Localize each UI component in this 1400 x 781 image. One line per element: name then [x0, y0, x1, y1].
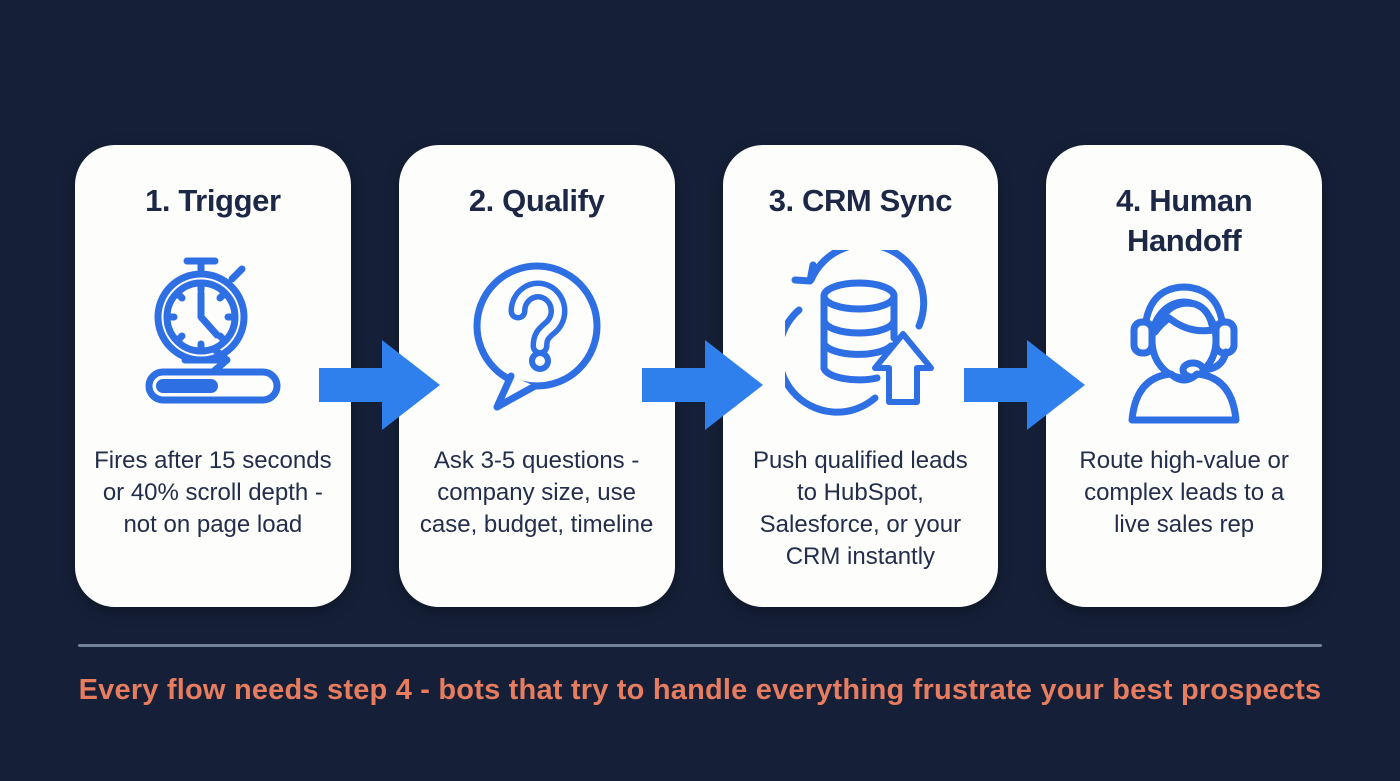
step-title: 2. Qualify [468, 183, 605, 218]
step-icon-wrap [1109, 260, 1259, 445]
step-icon-wrap [467, 221, 607, 445]
step-description: Push qualified leads to HubSpot, Salesfo… [752, 447, 968, 570]
question-bubble-icon [473, 262, 601, 411]
step-card-human-handoff: 4. Human Handoff Route high-value or com… [1046, 145, 1322, 607]
step-icon-wrap [785, 221, 935, 445]
right-arrow-icon [642, 340, 763, 430]
right-arrow-icon [319, 340, 440, 430]
step-title: 1. Trigger [145, 183, 281, 218]
footer-note: Every flow needs step 4 - bots that try … [78, 674, 1322, 706]
step-title: 3. CRM Sync [768, 183, 953, 218]
steps-row: 1. Trigger [75, 145, 1322, 607]
step-icon-wrap [143, 221, 283, 445]
footer-divider [78, 644, 1322, 647]
support-agent-icon [1128, 283, 1240, 424]
step-description: Fires after 15 seconds or 40% scroll dep… [94, 447, 332, 538]
step-card-qualify: 2. Qualify Ask 3-5 questions - company s… [398, 145, 675, 607]
right-arrow-icon [964, 340, 1085, 430]
step-description: Route high-value or complex leads to a l… [1079, 447, 1289, 538]
step-card-trigger: 1. Trigger [75, 145, 351, 607]
stopwatch-progress-icon [145, 257, 281, 404]
step-description: Ask 3-5 questions - company size, use ca… [419, 447, 654, 538]
step-title: 4. Human Handoff [1115, 183, 1253, 258]
step-card-crm-sync: 3. CRM Sync Push qualified leads to HubS… [722, 145, 999, 607]
database-sync-icon [785, 249, 935, 416]
